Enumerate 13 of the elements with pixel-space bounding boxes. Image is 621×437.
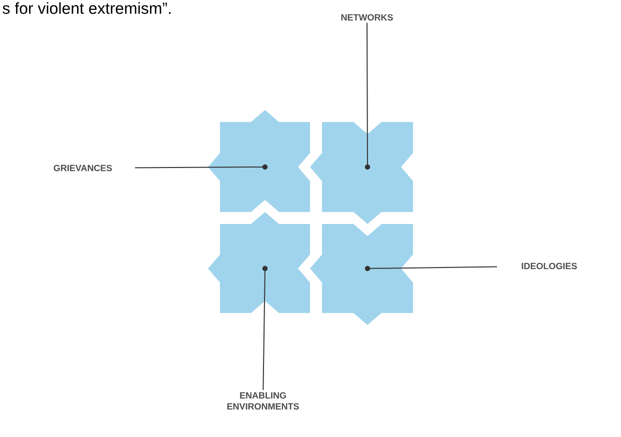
callout-label: IDEOLOGIES — [522, 262, 577, 270]
leader-line — [367, 266, 498, 269]
callout-label: ENABLING ENVIRONMENTS — [227, 392, 299, 410]
puzzle-piece — [310, 224, 413, 325]
leader-line — [262, 268, 266, 390]
callout-label: GRIEVANCES — [54, 164, 112, 172]
leader-line — [366, 22, 368, 168]
puzzle-piece — [208, 110, 310, 212]
callout-label: NETWORKS — [341, 14, 393, 21]
puzzle-piece — [208, 212, 310, 313]
leader-line — [134, 166, 266, 168]
puzzle-piece — [310, 122, 413, 224]
heading: s for violent extremism”. — [2, 2, 171, 14]
